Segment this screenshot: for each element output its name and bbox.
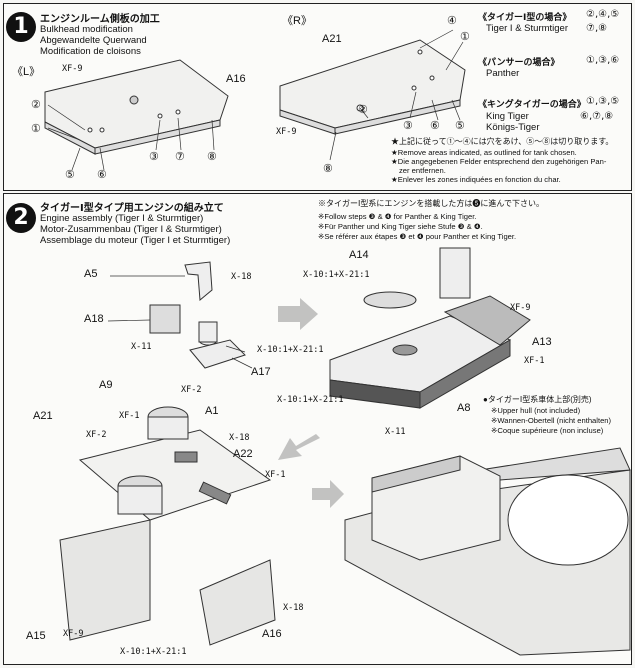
king-marks2: ⑥,⑦,⑧ <box>580 111 614 122</box>
paint-mix-4: X-10:1+X-21:1 <box>120 647 187 657</box>
part-a8-label: A8 <box>457 402 471 414</box>
step1-title-en: Bulkhead modification <box>40 24 133 35</box>
marker-2-left: ② <box>31 99 41 111</box>
panther-marks: ①,③,⑥ <box>586 55 620 66</box>
tiger-marks2: ⑦,⑧ <box>586 23 608 34</box>
part-a15-label: A15 <box>26 630 46 642</box>
step2-note-de: ※Für Panther und King Tiger siehe Stufe … <box>318 222 483 231</box>
step1-title-jp: エンジンルーム側板の加工 <box>40 14 160 25</box>
part-a21-step2-label: A21 <box>33 410 53 422</box>
marker-5-left: ⑤ <box>65 169 75 181</box>
step1-note-en: ★Remove areas indicated, as outlined for… <box>391 148 577 157</box>
paint-xf9-left: XF-9 <box>62 64 83 74</box>
step1-title-fr: Modification de cloisons <box>40 46 141 57</box>
marker-7-left: ⑦ <box>175 151 185 163</box>
paint-x18-b: X-18 <box>229 433 250 443</box>
part-a17-label: A17 <box>251 366 271 378</box>
marker-2-right: ② <box>358 104 368 116</box>
paint-x11-a: X-11 <box>131 342 152 352</box>
marker-4-right: ④ <box>447 15 457 27</box>
step2-number: 2 <box>6 203 36 233</box>
step1-number: 1 <box>6 12 36 42</box>
step1-note-de2: zer entfernen. <box>399 166 446 175</box>
paint-xf9-b: XF-9 <box>63 629 84 639</box>
step1-note-fr: ★Enlever les zones indiquées en fonction… <box>391 175 561 184</box>
part-a16-step2-label: A16 <box>262 628 282 640</box>
step2-note-jp: ※タイガーⅠ型系にエンジンを搭載した方は❺に進んで下さい。 <box>318 199 544 208</box>
marker-3-right: ③ <box>403 120 413 132</box>
king-legend-jp: 《キングタイガーの場合》 <box>478 100 586 110</box>
paint-x11-b: X-11 <box>385 427 406 437</box>
step2-title-en: Engine assembly (Tiger I & Sturmtiger) <box>40 213 204 224</box>
step2-title-jp: タイガーⅠ型タイプ用エンジンの組み立て <box>40 203 224 214</box>
paint-xf9-a: XF-9 <box>510 303 531 313</box>
part-a16-label: A16 <box>226 73 246 85</box>
tiger-legend-en: Tiger I & Sturmtiger <box>486 23 569 34</box>
part-a13-label: A13 <box>532 336 552 348</box>
king-legend-en: King Tiger <box>486 111 529 122</box>
step2-title-fr: Assemblage du moteur (Tiger I et Sturmti… <box>40 235 231 246</box>
paint-x18-c: X-18 <box>283 603 304 613</box>
paint-xf2-a: XF-2 <box>181 385 202 395</box>
panther-legend-en: Panther <box>486 68 520 79</box>
hull-note-en: ※Upper hull (not included) <box>491 406 581 415</box>
step1-note-jp: ★上記に従って①〜④には穴をあけ、⑤〜⑧は切り取ります。 <box>391 137 614 146</box>
king-marks: ①,③,⑤ <box>586 96 620 107</box>
paint-mix-1: X-10:1+X-21:1 <box>257 345 324 355</box>
paint-xf2-b: XF-2 <box>86 430 107 440</box>
tiger-marks: ②,④,⑤ <box>586 9 620 20</box>
part-a1-label: A1 <box>205 405 219 417</box>
paint-x18-a: X-18 <box>231 272 252 282</box>
hull-note-fr: ※Coque supérieure (non incluse) <box>491 426 604 435</box>
part-a9-label: A9 <box>99 379 113 391</box>
marker-8-right: ⑧ <box>323 163 333 175</box>
marker-6-right: ⑥ <box>430 120 440 132</box>
paint-xf1-b: XF-1 <box>119 411 140 421</box>
step2-title-de: Motor-Zusammenbau (Tiger I & Sturmtiger) <box>40 224 222 235</box>
panther-legend-jp: 《パンサーの場合》 <box>478 58 560 68</box>
king-legend-de: Königs-Tiger <box>486 122 540 133</box>
paint-xf1-a: XF-1 <box>524 356 545 366</box>
paint-mix-3: X-10:1+X-21:1 <box>277 395 344 405</box>
part-a5-label: A5 <box>84 268 98 280</box>
step2-note-fr: ※Se référer aux étapes ❸ et ❹ pour Panth… <box>318 232 517 241</box>
left-side-label: 《L》 <box>12 66 41 78</box>
step2-note-en: ※Follow steps ❸ & ❹ for Panther & King T… <box>318 212 477 221</box>
part-a22-label: A22 <box>233 448 253 460</box>
marker-6-left: ⑥ <box>97 169 107 181</box>
marker-1-right: ① <box>460 31 470 43</box>
hull-note-de: ※Wannen-Obertell (nicht enthalten) <box>491 416 612 425</box>
marker-3-left: ③ <box>149 151 159 163</box>
paint-xf1-c: XF-1 <box>265 470 286 480</box>
step1-title-de: Abgewandelte Querwand <box>40 35 147 46</box>
marker-5-right: ⑤ <box>455 120 465 132</box>
part-a18-label: A18 <box>84 313 104 325</box>
paint-mix-2: X-10:1+X-21:1 <box>303 270 370 280</box>
paint-xf9-right: XF-9 <box>276 127 297 137</box>
part-a21-label: A21 <box>322 33 342 45</box>
right-side-label: 《R》 <box>282 15 312 27</box>
step1-note-de1: ★Die angegebenen Felder entsprechend den… <box>391 157 607 166</box>
part-a14-label: A14 <box>349 249 369 261</box>
marker-1-left: ① <box>31 123 41 135</box>
tiger-legend-jp: 《タイガーⅠ型の場合》 <box>478 13 572 23</box>
marker-8-left: ⑧ <box>207 151 217 163</box>
hull-note-jp: ●タイガーⅠ型系車体上部(別売) <box>483 395 592 404</box>
